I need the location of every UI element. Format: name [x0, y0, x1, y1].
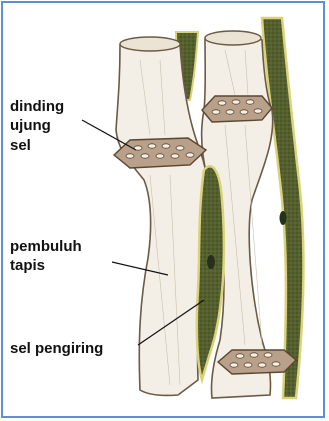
companion-nucleus-right [280, 211, 287, 225]
companion-cell-right [262, 18, 303, 398]
label-pembuluh: pembuluh [10, 237, 82, 256]
sieve-tube-left [116, 40, 210, 396]
label-sel-pengiring: sel pengiring [10, 339, 103, 358]
label-ujung: ujung [10, 116, 51, 135]
companion-nucleus-middle [207, 255, 215, 269]
sieve-tube-left-top [120, 37, 180, 51]
sieve-tube-right-top [205, 31, 261, 45]
label-tapis: tapis [10, 256, 45, 275]
label-sel: sel [10, 136, 31, 155]
label-dinding: dinding [10, 97, 64, 116]
